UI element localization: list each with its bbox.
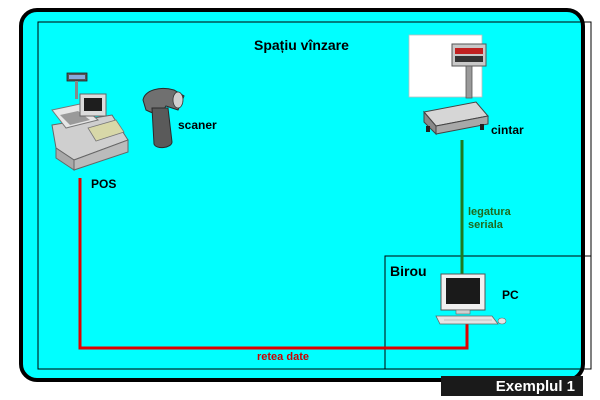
- weighing-scale-icon: [408, 34, 489, 136]
- sales-area-title: Spațiu vînzare: [254, 37, 349, 53]
- pos-label: POS: [91, 177, 117, 191]
- sales-area-border: [37, 21, 592, 370]
- serial-link-label-2: seriala: [468, 219, 503, 231]
- office-title: Birou: [390, 263, 427, 279]
- scanner-label: scaner: [178, 118, 217, 132]
- example-badge: Exemplul 1: [441, 376, 583, 396]
- pos-terminal-icon: [51, 72, 129, 171]
- network-line: [78, 178, 469, 350]
- office-zone: [384, 255, 592, 370]
- serial-link-label-1: legatura: [468, 206, 511, 218]
- desktop-computer-icon: [435, 273, 507, 325]
- network-link-label: retea date: [257, 351, 309, 363]
- barcode-scanner-icon: [142, 87, 185, 149]
- pc-label: PC: [502, 288, 519, 302]
- scale-label: cintar: [491, 123, 524, 137]
- outer-frame: [19, 8, 585, 382]
